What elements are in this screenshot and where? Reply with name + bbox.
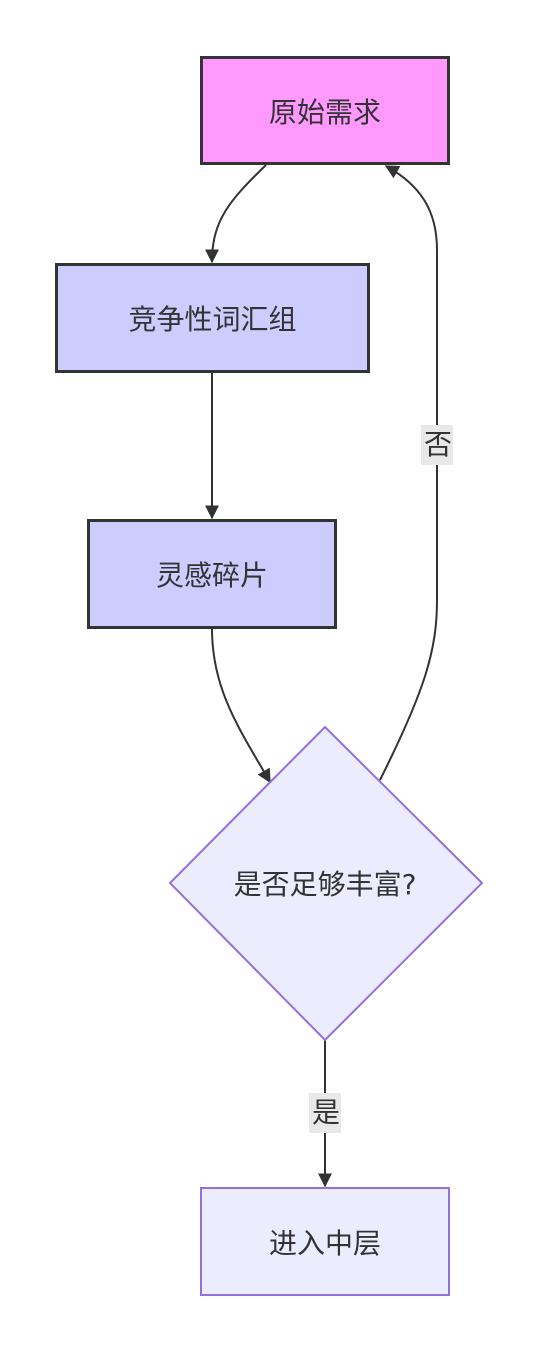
node-original-requirement: 原始需求 [200, 56, 450, 165]
node-enter-middle: 进入中层 [200, 1187, 450, 1296]
node-inspiration-fragments: 灵感碎片 [87, 519, 337, 629]
decision-label: 是否足够丰富? [200, 858, 450, 908]
decision-label-text: 是否足够丰富? [233, 868, 417, 901]
edge-requirement-to-vocab [205, 164, 267, 264]
node-competitive-vocab: 竞争性词汇组 [55, 263, 370, 373]
node-enter-middle-label: 进入中层 [268, 1226, 381, 1260]
edge-fragments-to-decision [211, 628, 271, 784]
decision-diamond [168, 725, 484, 1042]
node-competitive-vocab-label: 竞争性词汇组 [128, 303, 297, 336]
node-original-requirement-label: 原始需求 [268, 95, 381, 129]
edge-label-no: 否 [421, 425, 453, 465]
node-inspiration-fragments-label: 灵感碎片 [155, 559, 268, 592]
edge-decision-no-loop [379, 165, 438, 781]
edge-label-yes: 是 [309, 1093, 341, 1133]
